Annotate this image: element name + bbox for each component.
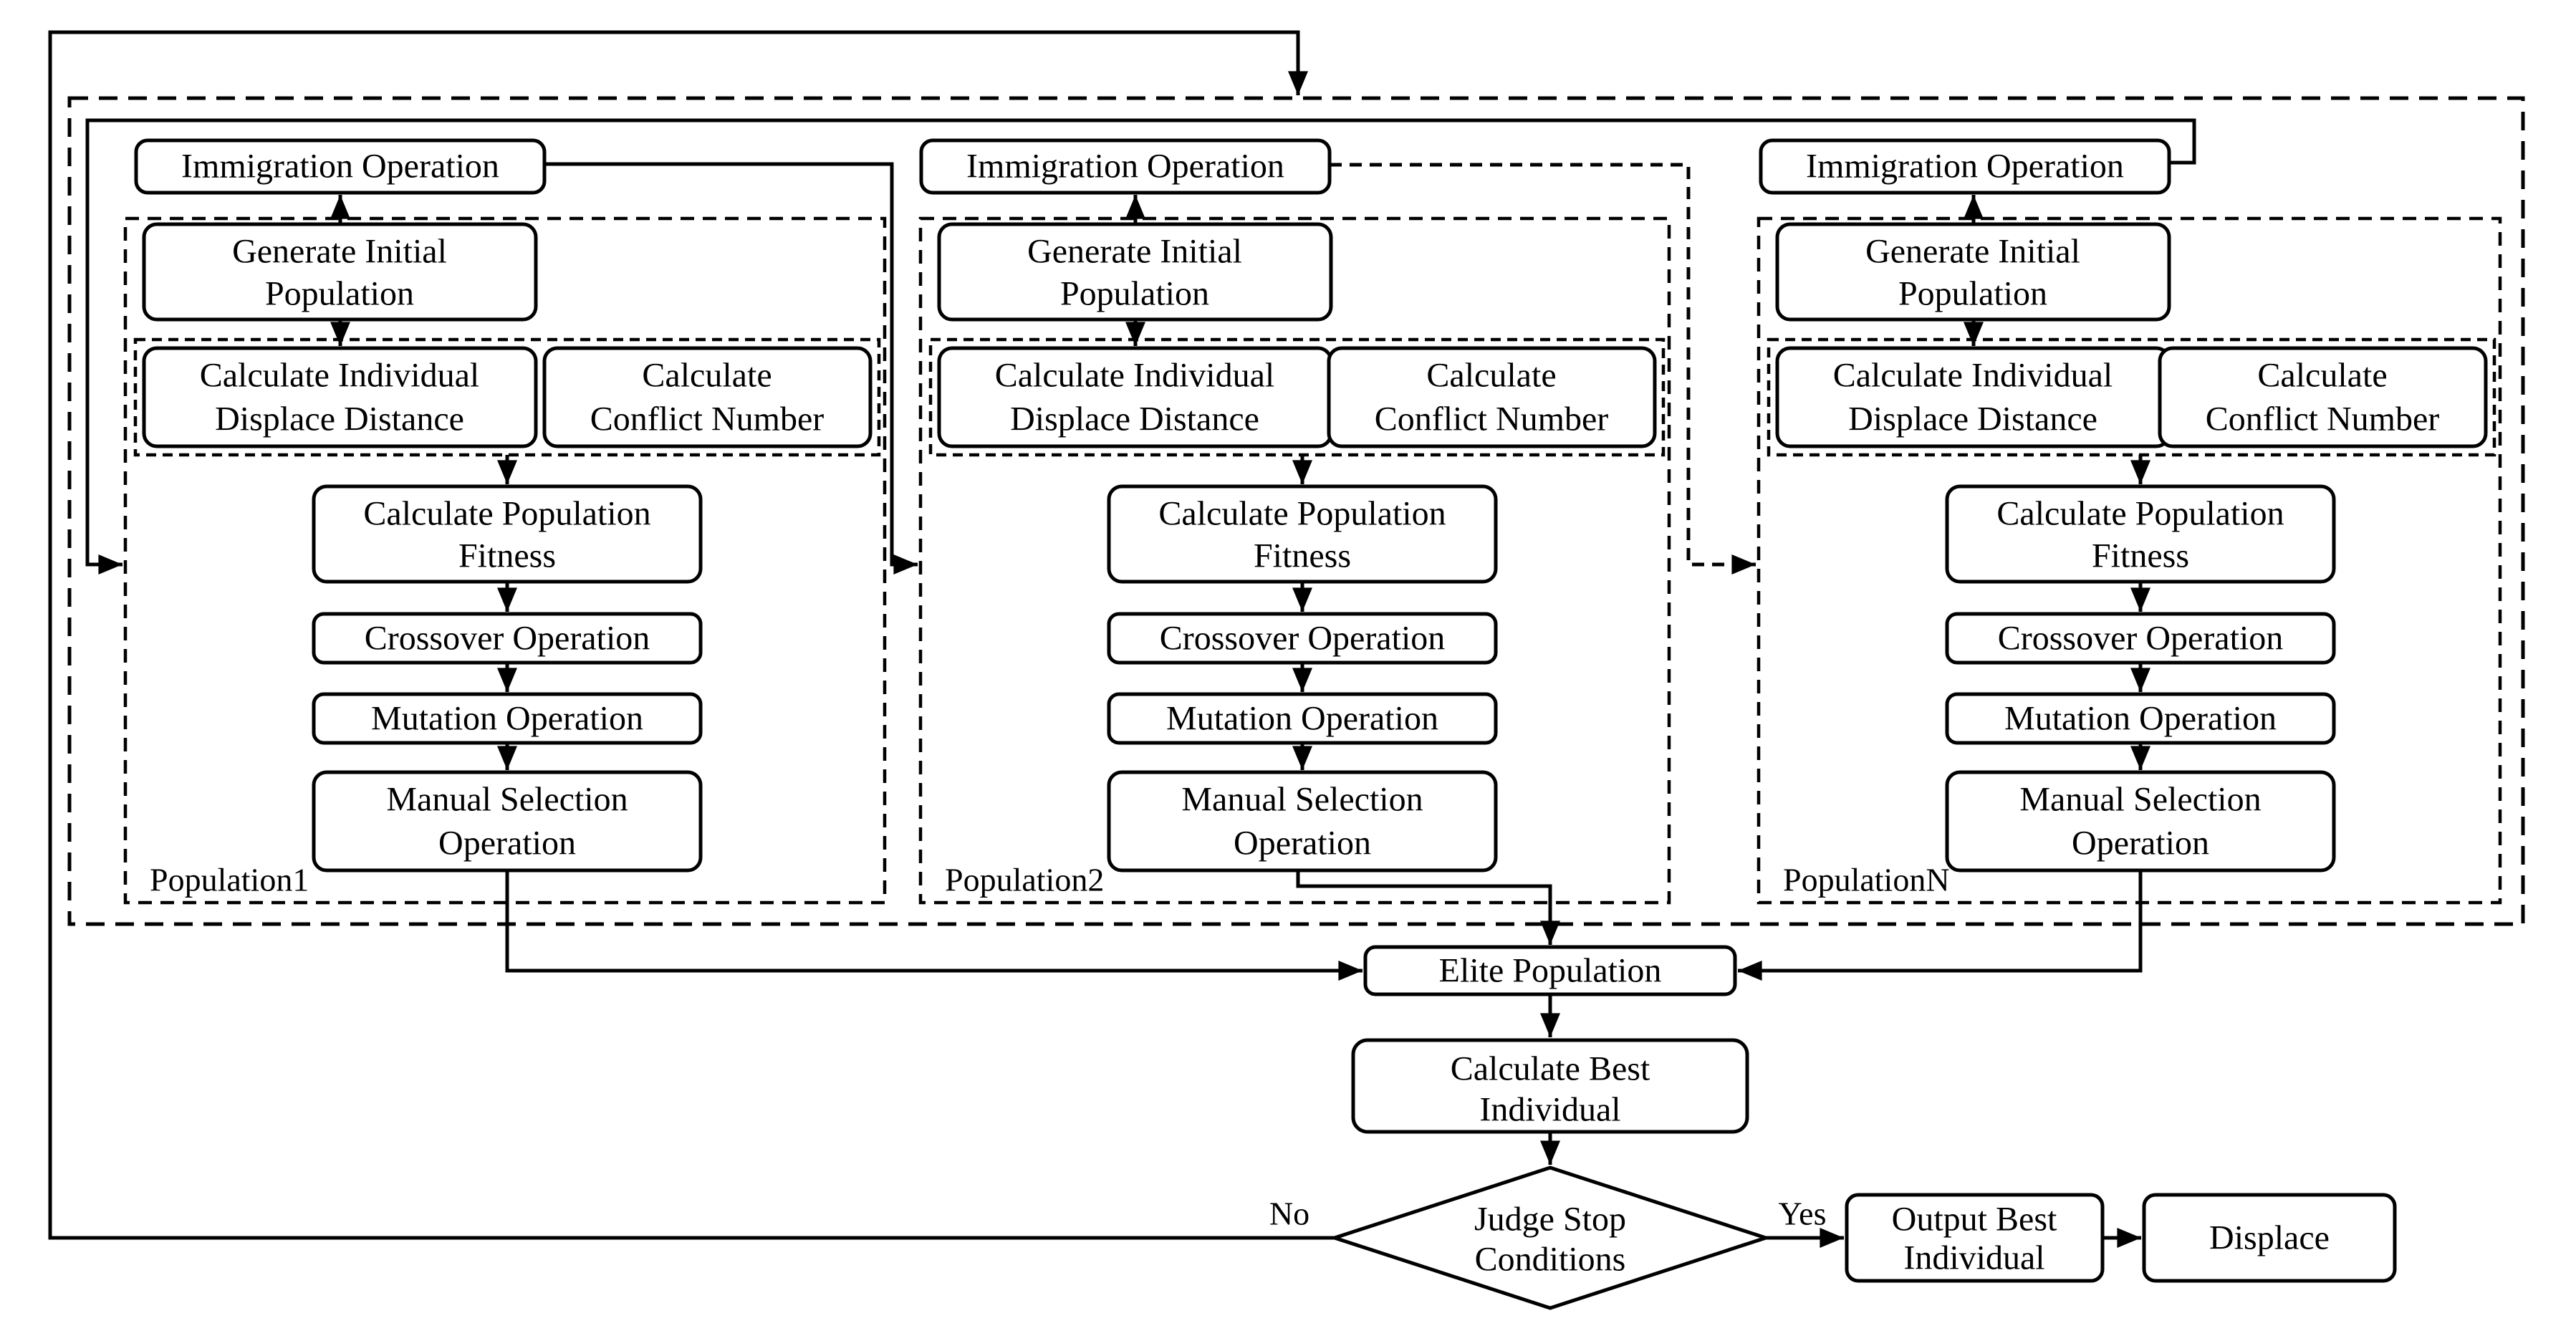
no-branch-label: No <box>1269 1196 1309 1232</box>
judge-stop-conditions-diamond <box>1328 1165 1772 1310</box>
edge-pop2-to-elite <box>1296 870 1560 945</box>
popn-immigration-box <box>1759 138 2171 195</box>
pop1-immigration-label: Immigration Operation <box>181 148 499 186</box>
yes-branch-label: Yes <box>1779 1196 1827 1232</box>
pop2-mutation-box <box>1107 692 1498 745</box>
pop2-generate-label-line1: Generate Initial <box>1027 233 1242 271</box>
populationN-label: PopulationN <box>1783 862 1950 898</box>
pop1-evaluation-dashed-row <box>133 337 881 457</box>
popn-conflict-number-line2: Conflict Number <box>2206 400 2440 438</box>
popn-generate-label-line1: Generate Initial <box>1865 233 2080 271</box>
pop2-crossover-label: Crossover Operation <box>1160 620 1446 658</box>
pop1-conflict-number-line2: Conflict Number <box>590 400 825 438</box>
pop1-displace-distance-line1: Calculate Individual <box>200 357 480 395</box>
displace-box <box>2142 1193 2397 1283</box>
pop1-fitness-line1: Calculate Population <box>363 495 650 533</box>
pop2-manual-selection-line2: Operation <box>1234 825 1371 862</box>
pop2-conflict-number-line1: Calculate <box>1426 357 1556 395</box>
pop1-mutation-box <box>312 692 703 745</box>
edge-pop1-to-elite <box>505 870 1363 981</box>
pop1-displace-distance-line2: Displace Distance <box>215 400 464 438</box>
pop2-manual-selection-box <box>1107 770 1498 873</box>
pop2-conflict-number-line2: Conflict Number <box>1375 400 1609 438</box>
population2-dashed-box <box>918 216 1671 905</box>
popn-immigration-label: Immigration Operation <box>1806 148 2124 186</box>
popn-displace-distance-line2: Displace Distance <box>1848 400 2097 438</box>
population1-column: Immigration Operation Generate Initial P… <box>123 138 1363 981</box>
pop2-fitness-line2: Fitness <box>1254 537 1351 575</box>
elite-population-label: Elite Population <box>1439 952 1662 990</box>
popn-conflict-number-box <box>2158 346 2488 448</box>
pop2-generate-label-line2: Population <box>1060 275 1209 313</box>
popn-displace-distance-line1: Calculate Individual <box>1833 357 2113 395</box>
pop1-displace-distance-box <box>142 346 538 448</box>
pop2-fitness-line1: Calculate Population <box>1158 495 1446 533</box>
pop1-crossover-label: Crossover Operation <box>365 620 650 658</box>
pop1-manual-selection-line1: Manual Selection <box>386 781 628 819</box>
population1-dashed-box <box>123 216 887 905</box>
pop2-immigration-label: Immigration Operation <box>966 148 1284 186</box>
popn-crossover-label: Crossover Operation <box>1998 620 2284 658</box>
population2-label: Population2 <box>945 862 1104 898</box>
pop2-evaluation-dashed-row <box>928 337 1666 457</box>
population1-label: Population1 <box>150 862 309 898</box>
pop1-generate-label-line2: Population <box>265 275 414 313</box>
popn-mutation-label: Mutation Operation <box>2004 700 2277 738</box>
pop1-generate-label-line1: Generate Initial <box>232 233 447 271</box>
edge-popn-to-elite <box>1738 870 2143 981</box>
popn-conflict-number-line1: Calculate <box>2257 357 2387 395</box>
pop1-immigration-box <box>134 138 547 195</box>
displace-label: Displace <box>2209 1219 2330 1257</box>
bottom-chain: Elite Population Calculate Best Individu… <box>1269 945 2397 1310</box>
edge-no-feedback-loop <box>48 30 1335 1240</box>
pop2-conflict-number-box <box>1327 346 1657 448</box>
judge-stop-line1: Judge Stop <box>1474 1201 1626 1239</box>
pop1-fitness-line2: Fitness <box>458 537 556 575</box>
multi-population-dashed-frame <box>67 96 2525 926</box>
pop2-displace-distance-line2: Displace Distance <box>1010 400 1259 438</box>
popn-manual-selection-line1: Manual Selection <box>2019 781 2261 819</box>
pop2-mutation-label: Mutation Operation <box>1166 700 1438 738</box>
pop1-conflict-number-box <box>542 346 873 448</box>
popn-fitness-line1: Calculate Population <box>1996 495 2284 533</box>
edge-popn-immigration-to-pop1 <box>85 118 2196 575</box>
population2-column: Immigration Operation Generate Initial P… <box>918 138 1671 945</box>
pop2-manual-selection-line1: Manual Selection <box>1181 781 1423 819</box>
calculate-best-line1: Calculate Best <box>1451 1050 1650 1088</box>
edge-pop1-immigration-to-pop2 <box>544 162 918 575</box>
pop2-immigration-box <box>919 138 1332 195</box>
popn-manual-selection-line2: Operation <box>2072 825 2209 862</box>
pop2-displace-distance-line1: Calculate Individual <box>995 357 1275 395</box>
popn-mutation-box <box>1945 692 2336 745</box>
pop1-mutation-label: Mutation Operation <box>371 700 643 738</box>
popn-evaluation-dashed-row <box>1767 337 2496 457</box>
pop1-manual-selection-line2: Operation <box>438 825 576 862</box>
popn-generate-label-line2: Population <box>1898 275 2047 313</box>
output-best-line1: Output Best <box>1892 1201 2057 1239</box>
edge-pop2-immigration-to-popn <box>1330 163 1756 575</box>
calculate-best-line2: Individual <box>1479 1091 1620 1129</box>
pop1-conflict-number-line1: Calculate <box>642 357 772 395</box>
judge-stop-line2: Conditions <box>1475 1241 1626 1279</box>
popn-fitness-line2: Fitness <box>2092 537 2189 575</box>
output-best-line2: Individual <box>1903 1239 2044 1277</box>
populationN-column: Immigration Operation Generate Initial P… <box>1738 138 2502 981</box>
